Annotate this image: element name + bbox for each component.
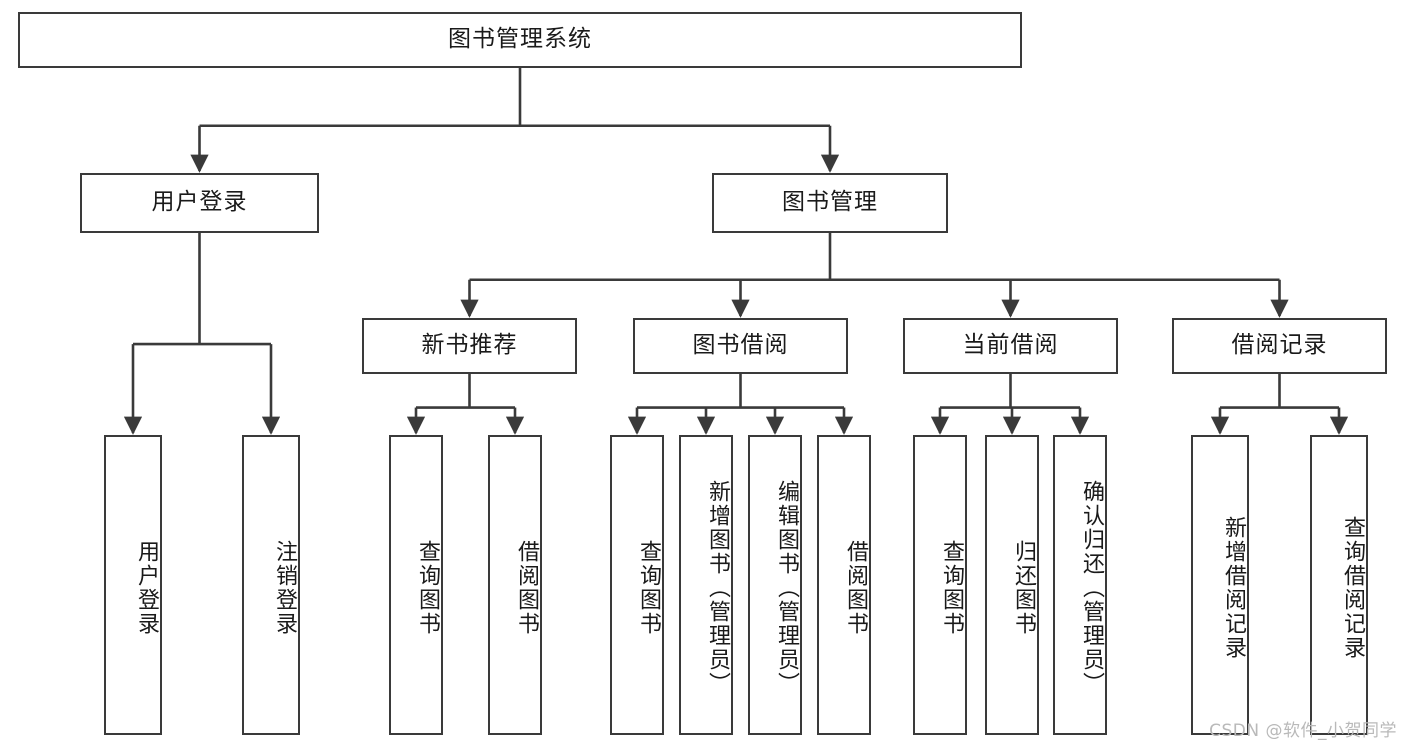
node-label: 借阅记录: [1231, 332, 1328, 359]
node-leaf-borrow-book-1: 借阅图书: [488, 435, 542, 735]
node-new-book-rec: 新书推荐: [362, 318, 577, 374]
node-leaf-return-book: 归还图书: [985, 435, 1039, 735]
node-leaf-add-book: 新增图书（管理员）: [679, 435, 733, 735]
node-leaf-query-book-1: 查询图书: [389, 435, 443, 735]
node-leaf-user-logout: 注销登录: [242, 435, 300, 735]
node-label: 编辑图书（管理员）: [774, 480, 799, 696]
node-label: 注销登录: [272, 540, 297, 636]
node-user-login: 用户登录: [80, 173, 319, 233]
node-label: 新书推荐: [421, 332, 518, 359]
node-leaf-borrow-book-2: 借阅图书: [817, 435, 871, 735]
node-leaf-query-record: 查询借阅记录: [1310, 435, 1368, 735]
node-label: 用户登录: [151, 189, 248, 216]
node-label: 查询图书: [415, 540, 440, 636]
node-label: 查询图书: [939, 540, 964, 636]
node-label: 用户登录: [134, 540, 159, 636]
node-leaf-query-book-2: 查询图书: [610, 435, 664, 735]
node-label: 新增借阅记录: [1221, 516, 1246, 660]
node-leaf-user-login: 用户登录: [104, 435, 162, 735]
node-label: 图书管理系统: [448, 26, 592, 53]
node-label: 查询借阅记录: [1340, 516, 1365, 660]
node-borrow-record: 借阅记录: [1172, 318, 1387, 374]
watermark: CSDN @软件_小贺同学: [1209, 721, 1397, 741]
node-leaf-confirm-return: 确认归还（管理员）: [1053, 435, 1107, 735]
node-book-borrow: 图书借阅: [633, 318, 848, 374]
node-label: 借阅图书: [514, 540, 539, 636]
node-label: 图书借阅: [692, 332, 789, 359]
node-leaf-edit-book: 编辑图书（管理员）: [748, 435, 802, 735]
node-label: 当前借阅: [962, 332, 1059, 359]
node-leaf-query-book-3: 查询图书: [913, 435, 967, 735]
node-label: 借阅图书: [843, 540, 868, 636]
node-label: 归还图书: [1011, 540, 1036, 636]
node-label: 查询图书: [636, 540, 661, 636]
node-leaf-add-record: 新增借阅记录: [1191, 435, 1249, 735]
node-label: 确认归还（管理员）: [1079, 480, 1104, 696]
node-label: 图书管理: [782, 189, 878, 216]
node-root: 图书管理系统: [18, 12, 1022, 68]
node-current-borrow: 当前借阅: [903, 318, 1118, 374]
node-label: 新增图书（管理员）: [705, 480, 730, 696]
node-book-admin: 图书管理: [712, 173, 948, 233]
